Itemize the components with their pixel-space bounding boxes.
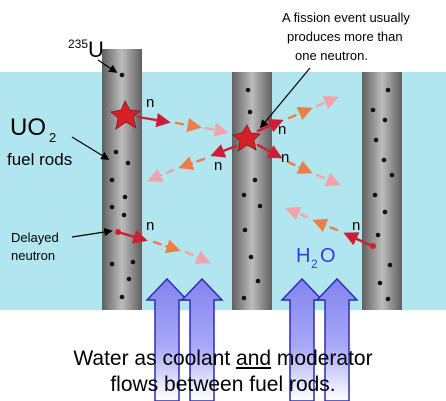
fission-note-line-3: one neutron. xyxy=(295,48,368,63)
caption-part-c: moderator xyxy=(271,347,373,370)
uo2-label: UO xyxy=(10,114,46,141)
fission-note-line-1: A fission event usually xyxy=(282,10,410,25)
fission-star-center xyxy=(232,124,261,152)
uranium-nuclei-center xyxy=(241,87,263,301)
flow-arrow xyxy=(145,277,189,401)
fuel-rod-center xyxy=(232,72,272,310)
delayed-neutron-source-right xyxy=(370,243,376,249)
neutron-label: n xyxy=(281,149,289,166)
pointer-lines xyxy=(71,59,311,238)
water-flow-arrows xyxy=(145,277,359,401)
flow-arrow xyxy=(280,277,324,401)
fission-note-line-2: produces more than xyxy=(287,29,403,44)
uranium-nuclei-left xyxy=(109,72,136,300)
fission-star-left xyxy=(110,100,141,130)
neutron-label: n xyxy=(214,157,222,174)
neutron-paths xyxy=(119,95,372,264)
neutron-label: n xyxy=(278,121,286,138)
fuel-rod-right xyxy=(362,72,402,310)
neutron-label: n xyxy=(352,217,360,234)
caption-part-a: Water as coolant xyxy=(73,347,237,370)
water-formula-sub: 2 xyxy=(311,257,318,271)
delayed-neutron-label-2: neutron xyxy=(11,248,55,263)
delayed-neutron-label-1: Delayed xyxy=(11,230,59,245)
water-formula-h: H xyxy=(296,245,310,267)
caption-line-2: flows between fuel rods. xyxy=(110,373,336,396)
neutron-label: n xyxy=(146,217,154,234)
neutron-label: n xyxy=(146,94,154,111)
uranium-nuclei-right xyxy=(370,87,395,302)
isotope-mass-label: 235 xyxy=(68,37,88,51)
fuel-rods-label: fuel rods xyxy=(7,150,72,169)
uo2-subscript: 2 xyxy=(49,130,56,145)
water-formula-o: O xyxy=(320,245,336,267)
caption-line-1: Water as coolant and moderator xyxy=(0,346,446,371)
flow-arrow xyxy=(315,277,359,401)
isotope-symbol-label: U xyxy=(88,37,104,62)
fuel-rod-left xyxy=(102,49,142,310)
flow-arrow xyxy=(180,277,224,401)
caption-underlined-and: and xyxy=(236,347,272,370)
delayed-neutron-source-left xyxy=(115,229,121,235)
